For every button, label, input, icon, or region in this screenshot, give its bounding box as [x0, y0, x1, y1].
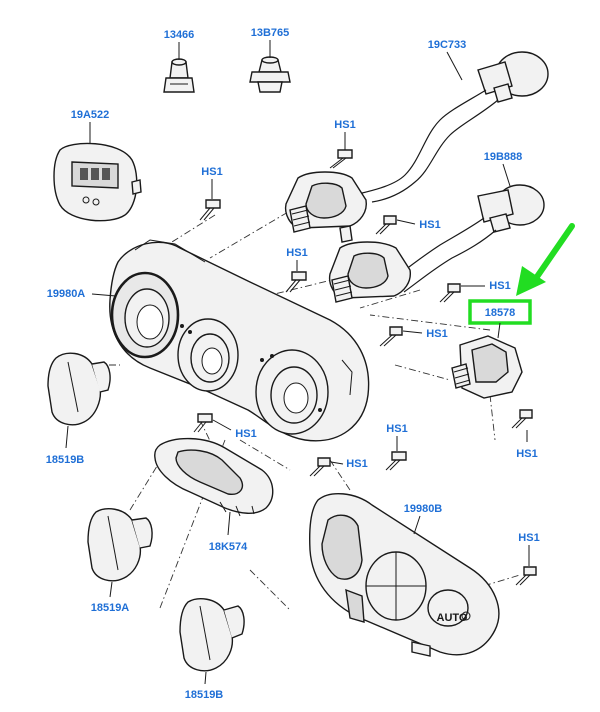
knob-18519A [87, 508, 153, 582]
label-19980A: 19980A [47, 288, 86, 300]
display-19A522 [53, 142, 142, 222]
panel-auto-button: AUTO [437, 612, 468, 624]
label-19C733: 19C733 [428, 39, 467, 51]
label-hs1-c1: HS1 [419, 219, 440, 231]
screw-hs1-right [515, 566, 537, 586]
label-hs1-right: HS1 [518, 532, 539, 544]
label-hs1-c2: HS1 [489, 280, 510, 292]
label-hs1-mid: HS1 [286, 247, 307, 259]
label-hs1-r: HS1 [386, 423, 407, 435]
screw-hs1-c3 [379, 326, 403, 347]
highlight-arrow-icon [516, 223, 575, 296]
label-19980B: 19980B [404, 503, 443, 515]
label-18519B-top: 18519B [46, 454, 85, 466]
label-hs1-c3: HS1 [426, 328, 447, 340]
rotary-switch-upper [284, 171, 367, 243]
label-18578: 18578 [485, 307, 516, 319]
knob-18519B-bottom [179, 598, 245, 672]
screw-hs1-mid2 [309, 457, 331, 477]
screw-hs1-c2 [439, 283, 461, 303]
label-hs1-left: HS1 [201, 166, 222, 178]
label-13466: 13466 [164, 29, 195, 41]
board-18K574 [154, 437, 274, 517]
harness-19C733 [357, 51, 549, 203]
screw-hs1-c4 [511, 409, 533, 429]
rotary-switch-lower [328, 241, 411, 303]
screw-hs1-left [199, 199, 221, 221]
screw-hs1-r [385, 451, 407, 471]
label-hs1-mid2: HS1 [346, 458, 367, 470]
screw-hs1-c1 [375, 215, 397, 235]
screw-hs1-top [329, 149, 353, 169]
label-19A522: 19A522 [71, 109, 110, 121]
switch-19B888 [391, 184, 545, 293]
housing-19980A [109, 239, 370, 442]
bulb-13B765 [249, 56, 291, 93]
screw-hs1-low [193, 413, 213, 433]
label-hs1-top: HS1 [334, 119, 355, 131]
panel-19980B: AUTO [309, 493, 500, 657]
label-18519A: 18519A [91, 602, 130, 614]
label-hs1-c4: HS1 [516, 448, 537, 460]
label-hs1-low: HS1 [235, 428, 256, 440]
label-19B888: 19B888 [484, 151, 523, 163]
label-18519B-bottom: 18519B [185, 689, 224, 701]
label-18K574: 18K574 [209, 541, 248, 553]
screw-hs1-mid [285, 271, 307, 293]
knob-18519B-top [47, 352, 111, 426]
bulb-13466 [163, 58, 195, 93]
label-13B765: 13B765 [251, 27, 290, 39]
motor-18578 [451, 335, 523, 399]
